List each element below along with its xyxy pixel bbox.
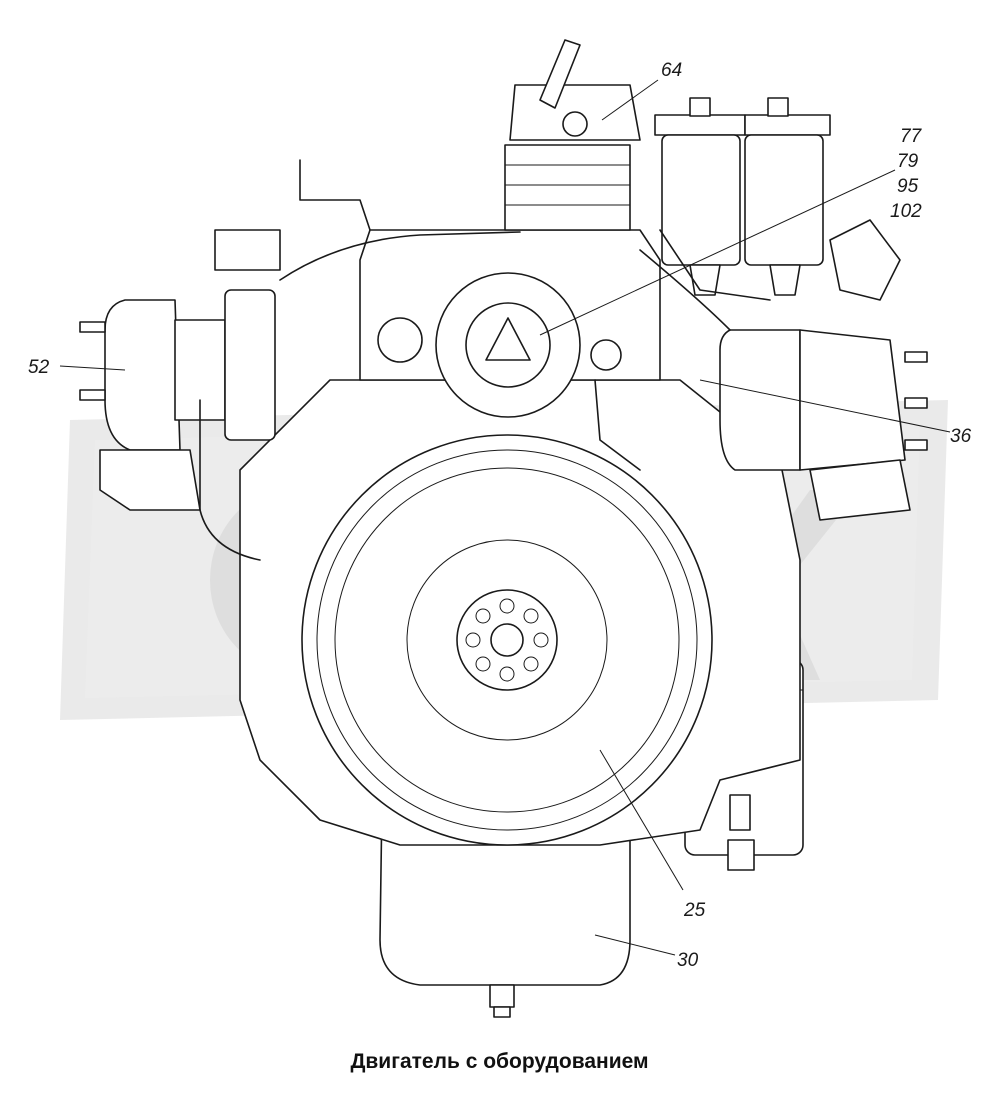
callout-36: 36 bbox=[950, 426, 972, 447]
callout-102: 102 bbox=[890, 201, 922, 222]
flywheel bbox=[301, 434, 713, 846]
left-manifold bbox=[79, 229, 281, 561]
callout-25: 25 bbox=[683, 900, 706, 921]
callout-95: 95 bbox=[897, 176, 919, 197]
piping bbox=[279, 159, 771, 471]
leader-lines bbox=[59, 79, 951, 956]
callout-77: 77 bbox=[900, 126, 923, 147]
gear-cover bbox=[377, 272, 622, 418]
callout-79: 79 bbox=[897, 151, 919, 172]
oil-pan bbox=[379, 799, 631, 1018]
air-compressor bbox=[504, 39, 641, 231]
callout-30: 30 bbox=[677, 950, 699, 971]
callout-64: 64 bbox=[661, 60, 682, 81]
right-manifold bbox=[719, 219, 928, 521]
callout-labels: 64 77 79 95 102 52 36 25 30 bbox=[28, 60, 972, 971]
fuel-filters bbox=[654, 97, 831, 296]
figure-caption: Двигатель с оборудованием bbox=[350, 1050, 649, 1073]
callout-52: 52 bbox=[28, 357, 50, 378]
